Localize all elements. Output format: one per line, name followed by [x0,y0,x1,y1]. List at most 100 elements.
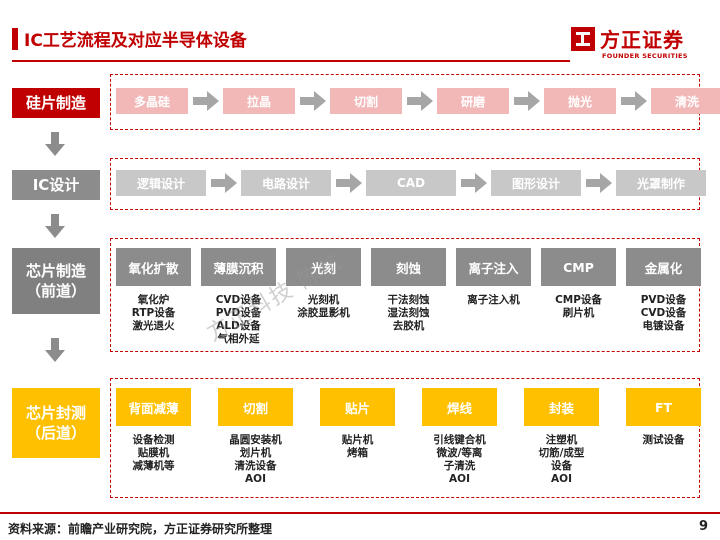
wafer-step: 拉晶 [223,88,295,114]
down-arrow-icon [45,338,65,362]
front-equipment-item: 离子注入机 [467,294,520,306]
right-arrow-icon [513,91,540,111]
right-arrow-icon [192,91,219,111]
wafer-step: 研磨 [437,88,509,114]
right-arrow-icon [406,91,433,111]
back-equipment-item: 子清洗 [443,460,476,472]
front-equipment-item: 光刻机 [307,294,340,306]
source-note: 资料来源：前瞻产业研究院，方正证券研究所整理 [8,522,273,536]
row-label-back: 芯片封测 （后道） [12,388,100,458]
down-arrow-icon [45,214,65,238]
back-column-head: 封装 [524,388,599,426]
back-column-head: 贴片 [320,388,395,426]
right-arrow-icon [210,173,237,193]
front-equipment-item: CMP设备 [555,294,602,306]
row-label-wafer: 硅片制造 [12,88,100,118]
row-label-front: 芯片制造 （前道） [12,248,100,314]
front-column-head: 刻蚀 [371,248,446,286]
back-equipment-item: 微波/等离 [436,447,483,459]
back-equipment-item: 设备检测 [132,434,175,446]
back-equipment-item: 烤箱 [347,447,368,459]
row-label-back-line1: 芯片封测 [25,404,86,422]
front-equipment-item: 气相外延 [217,333,260,345]
row-label-wafer-text: 硅片制造 [25,94,86,112]
back-column-items: 贴片机烤箱 [320,434,395,460]
row-label-front-line1: 芯片制造 [25,262,86,280]
back-equipment-item: AOI [551,473,572,485]
row-label-front-line2: （前道） [25,282,86,300]
row-label-back-line2: （后道） [25,424,86,442]
design-step: CAD [366,170,456,196]
front-equipment-item: 去胶机 [392,320,425,332]
row-label-design-text: IC设计 [32,176,80,194]
right-arrow-icon [460,173,487,193]
back-equipment-item: 贴膜机 [137,447,170,459]
front-column-head: 薄膜沉积 [201,248,276,286]
back-equipment-item: AOI [245,473,266,485]
design-step: 逻辑设计 [116,170,206,196]
title-accent-bar [12,28,18,50]
front-column-head: 光刻 [286,248,361,286]
front-equipment-item: CVD设备 [215,294,262,306]
logo-mark-icon [571,27,595,51]
back-equipment-item: AOI [449,473,470,485]
front-column-items: 离子注入机 [456,294,531,307]
front-equipment-item: 氧化炉 [137,294,170,306]
front-column-head: 离子注入 [456,248,531,286]
design-step: 图形设计 [491,170,581,196]
back-column-items: 测试设备 [626,434,701,447]
title-underline [12,60,570,62]
page-number: 9 [698,519,708,534]
logo-name: 方正证券 [600,28,684,52]
design-step: 光罩制作 [616,170,706,196]
back-equipment-item: 测试设备 [642,434,685,446]
row-label-design: IC设计 [12,170,100,200]
back-equipment-item: 注塑机 [545,434,578,446]
front-equipment-item: 刷片机 [562,307,595,319]
front-column-head: 金属化 [626,248,701,286]
front-equipment-item: 湿法刻蚀 [387,307,430,319]
front-equipment-item: PVD设备 [640,294,687,306]
back-column-head: 焊线 [422,388,497,426]
wafer-step: 抛光 [544,88,616,114]
back-column-items: 设备检测贴膜机减薄机等 [116,434,191,473]
front-column-items: CMP设备刷片机 [541,294,616,320]
back-equipment-item: 减薄机等 [132,460,175,472]
design-step: 电路设计 [241,170,331,196]
back-equipment-item: 划片机 [239,447,272,459]
row-box-back [110,378,700,498]
wafer-step: 清洗 [651,88,720,114]
front-column-items: 干法刻蚀湿法刻蚀去胶机 [371,294,446,333]
back-column-head: 背面减薄 [116,388,191,426]
wafer-step: 切割 [330,88,402,114]
front-column-head: CMP [541,248,616,286]
front-equipment-item: CVD设备 [640,307,687,319]
right-arrow-icon [299,91,326,111]
right-arrow-icon [585,173,612,193]
right-arrow-icon [620,91,647,111]
front-equipment-item: 激光退火 [132,320,175,332]
down-arrow-icon [45,132,65,156]
back-equipment-item: 切筋/成型 [538,447,585,459]
front-equipment-item: 涂胶显影机 [297,307,350,319]
front-column-head: 氧化扩散 [116,248,191,286]
front-equipment-item: ALD设备 [216,320,261,332]
page-title: IC工艺流程及对应半导体设备 [24,31,247,51]
front-equipment-item: 电镀设备 [642,320,685,332]
front-equipment-item: PVD设备 [215,307,262,319]
back-equipment-item: 清洗设备 [234,460,277,472]
wafer-step: 多晶硅 [116,88,188,114]
right-arrow-icon [335,173,362,193]
footer: 资料来源：前瞻产业研究院，方正证券研究所整理 9 [0,514,720,540]
front-equipment-item: 干法刻蚀 [387,294,430,306]
front-equipment-item: RTP设备 [131,307,176,319]
front-column-items: 光刻机涂胶显影机 [286,294,361,320]
row-box-front [110,238,700,352]
back-column-head: 切割 [218,388,293,426]
